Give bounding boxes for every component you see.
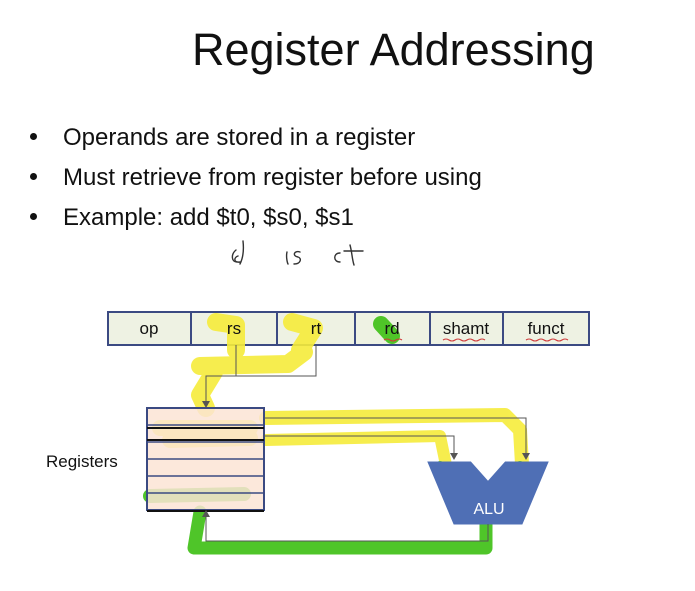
bullet-item: Must retrieve from register before using (30, 164, 482, 204)
registers-label: Registers (46, 452, 118, 471)
arrowheads (202, 401, 530, 517)
rt-wire (236, 345, 317, 377)
bullet-item: Operands are stored in a register (30, 124, 482, 164)
field-funct: funct (528, 319, 565, 338)
spellcheck-underline (383, 338, 403, 342)
field-rd: rd (384, 319, 399, 338)
bullet-text: Example: add $t0, $s0, $s1 (63, 204, 354, 231)
field-shamt: shamt (443, 319, 490, 338)
operand1-wire (264, 417, 527, 456)
arrow-down-icon (522, 453, 530, 460)
instruction-format-border (107, 311, 590, 346)
alu: ALU (427, 461, 549, 525)
rs-wire (205, 345, 237, 404)
handwritten-annotation (231, 240, 364, 266)
arrow-down-icon (202, 401, 210, 408)
bullet-dot-icon (30, 213, 37, 220)
datapath-wires (205, 345, 527, 542)
bullet-text: Must retrieve from register before using (63, 164, 482, 191)
slide-title: Register Addressing (192, 24, 595, 75)
spellcheck-underline (525, 338, 569, 342)
bullet-text: Operands are stored in a register (63, 124, 416, 151)
field-op: op (140, 319, 159, 338)
field-rt: rt (311, 319, 322, 338)
alu-notch (470, 461, 506, 481)
bullet-list: Operands are stored in a register Must r… (30, 124, 482, 244)
arrow-up-icon (202, 510, 210, 517)
arrow-down-icon (450, 453, 458, 460)
instruction-fields: op rs rt rd shamt funct (140, 319, 565, 338)
bullet-dot-icon (30, 173, 37, 180)
operand2-wire (264, 435, 455, 456)
result-wire (205, 514, 489, 542)
bullet-item: Example: add $t0, $s0, $s1 (30, 204, 482, 244)
bullet-dot-icon (30, 133, 37, 140)
register-file (146, 407, 265, 512)
alu-label: ALU (473, 501, 504, 518)
instruction-format (107, 311, 590, 346)
field-rs: rs (227, 319, 241, 338)
spellcheck-underline (442, 338, 486, 342)
